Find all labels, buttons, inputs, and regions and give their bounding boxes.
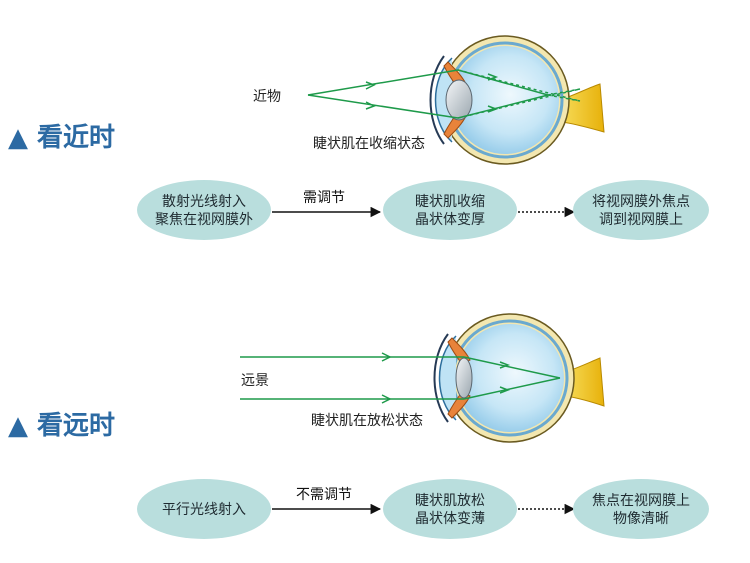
flow-near: 散射光线射入 聚焦在视网膜外 需调节 睫状肌收缩 晶状体变厚 将视网膜外焦点 调… bbox=[137, 180, 709, 240]
flow-node-far-2-line1: 睫状肌放松 bbox=[415, 493, 485, 509]
flow-node-near-3 bbox=[573, 180, 709, 240]
flow-node-far-3-line1: 焦点在视网膜上 bbox=[592, 493, 690, 509]
eye-far bbox=[433, 313, 605, 443]
rays-far bbox=[240, 352, 561, 404]
flow-node-far-2-line2: 晶状体变薄 bbox=[415, 511, 485, 527]
section-title-near: ▲ 看近时 bbox=[8, 123, 115, 153]
rays-near bbox=[307, 69, 581, 119]
flow-node-near-1-line2: 聚焦在视网膜外 bbox=[155, 212, 253, 228]
flow-node-near-2 bbox=[383, 180, 517, 240]
flow-node-far-3-line2: 物像清晰 bbox=[613, 511, 669, 527]
object-label-far: 远景 bbox=[241, 373, 269, 389]
object-label-near: 近物 bbox=[253, 89, 281, 105]
flow-edge-near-1-label: 需调节 bbox=[303, 190, 345, 206]
flow-node-near-3-line1: 将视网膜外焦点 bbox=[592, 194, 690, 210]
flow-node-near-2-line2: 晶状体变厚 bbox=[415, 212, 485, 228]
flow-node-near-2-line1: 睫状肌收缩 bbox=[415, 194, 485, 210]
flow-node-far-3 bbox=[573, 479, 709, 539]
section-title-far: ▲ 看远时 bbox=[8, 411, 115, 441]
flow-node-far-2 bbox=[383, 479, 517, 539]
flow-node-near-1-line1: 散射光线射入 bbox=[162, 194, 246, 210]
flow-edge-far-1-label: 不需调节 bbox=[296, 487, 352, 503]
flow-far: 平行光线射入 不需调节 睫状肌放松 晶状体变薄 焦点在视网膜上 物像清晰 bbox=[137, 479, 709, 539]
flow-node-far-1-line1: 平行光线射入 bbox=[162, 502, 246, 518]
eye-near bbox=[429, 35, 605, 165]
muscle-label-near: 睫状肌在收缩状态 bbox=[313, 136, 425, 152]
muscle-label-far: 睫状肌在放松状态 bbox=[311, 413, 423, 429]
section-far: ▲ 看远时 远景 睫状肌在放松状态 bbox=[8, 313, 709, 539]
flow-node-near-3-line2: 调到视网膜上 bbox=[599, 212, 683, 228]
flow-node-far-1 bbox=[137, 479, 271, 539]
section-near: ▲ 看近时 bbox=[8, 35, 709, 240]
flow-node-near-1 bbox=[137, 180, 271, 240]
